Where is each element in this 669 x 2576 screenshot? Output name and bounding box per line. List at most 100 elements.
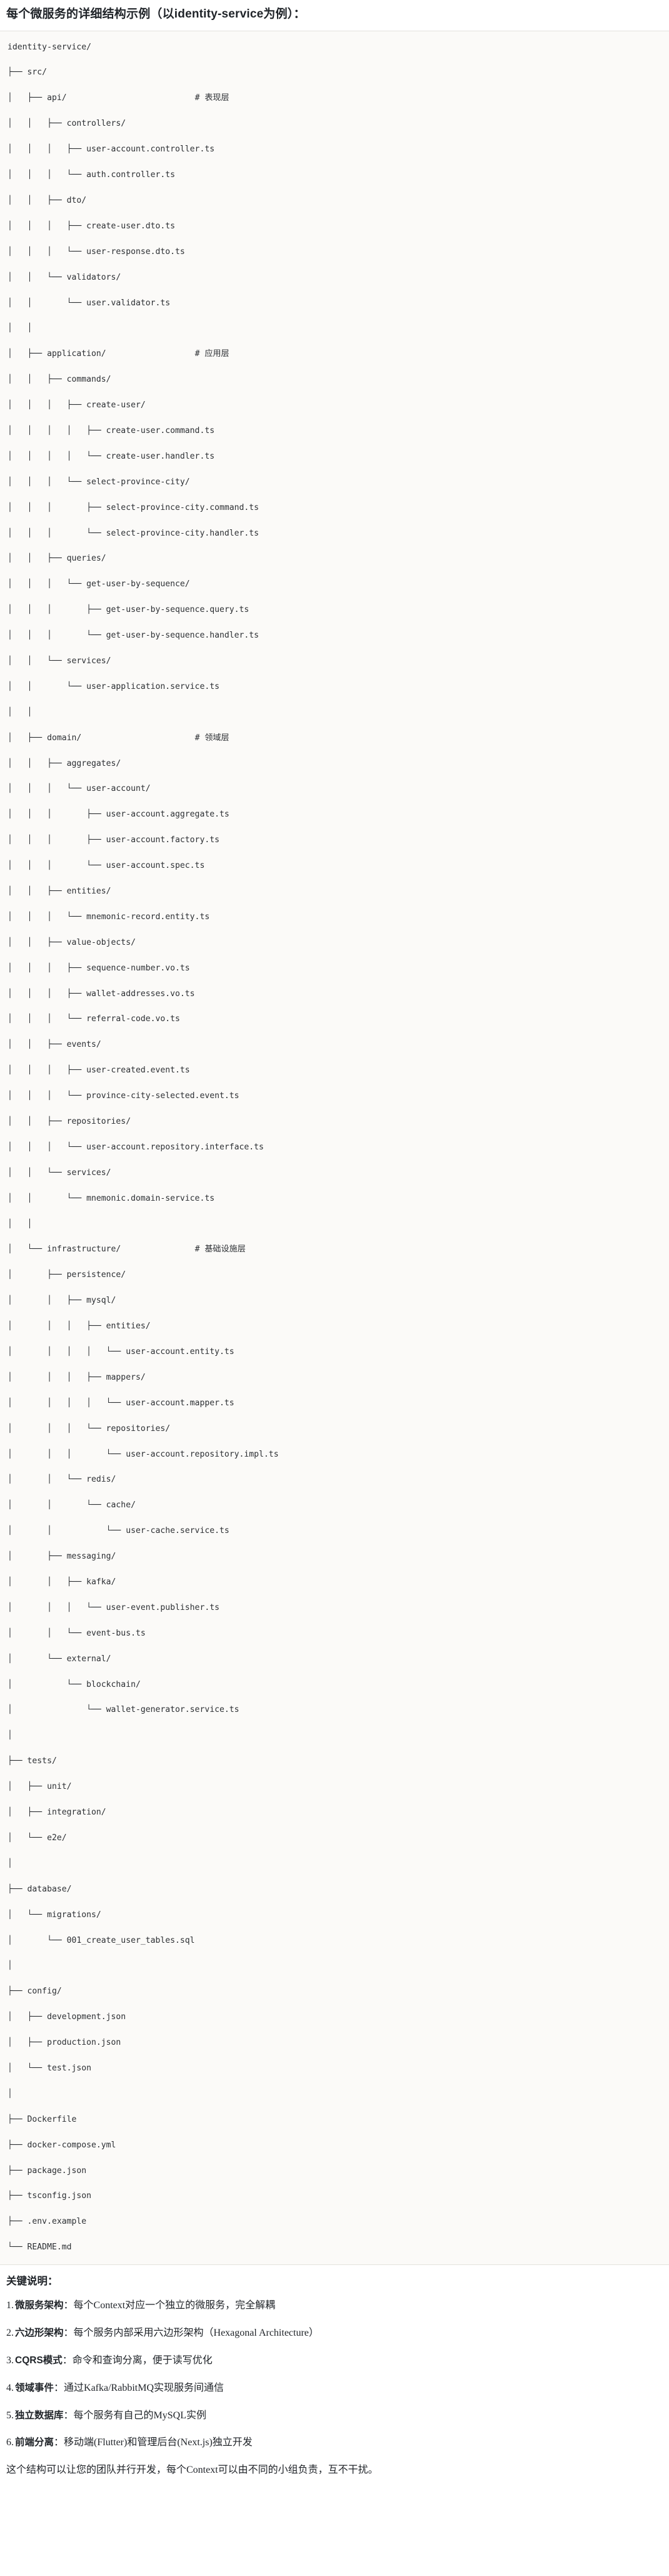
tree-line: │ │ └── services/ [8, 656, 111, 666]
tree-line: │ │ │ └── auth.controller.ts [8, 170, 176, 180]
key-note-number: 3. [6, 2355, 14, 2366]
key-note-item: 6.前端分离：移动端(Flutter)和管理后台(Next.js)独立开发 [6, 2435, 663, 2451]
tree-line: │ │ │ ├── sequence-number.vo.ts [8, 963, 190, 973]
tree-line: │ │ │ │ └── create-user.handler.ts [8, 451, 215, 461]
key-note-number: 1. [6, 2300, 14, 2311]
tree-line: ├── Dockerfile [8, 2114, 77, 2124]
tree-line: │ │ ├── queries/ [8, 554, 106, 564]
tree-line: ├── package.json [8, 2166, 87, 2176]
tree-line: ├── tsconfig.json [8, 2191, 92, 2201]
tree-line: ├── database/ [8, 1884, 72, 1894]
key-note-description: ：移动端(Flutter)和管理后台(Next.js)独立开发 [54, 2437, 253, 2448]
tree-line: │ │ ├── mysql/ [8, 1296, 116, 1306]
tree-line: │ └── test.json [8, 2063, 92, 2073]
tree-line: │ └── migrations/ [8, 1910, 101, 1920]
tree-line: ├── docker-compose.yml [8, 2140, 116, 2150]
tree-line: │ │ └── user-application.service.ts [8, 681, 219, 691]
tree-line: ├── config/ [8, 1987, 62, 1997]
tree-line: │ │ │ │ └── user-account.entity.ts [8, 1347, 234, 1357]
key-note-description: ：通过Kafka/RabbitMQ实现服务间通信 [54, 2382, 224, 2393]
tree-line: ├── src/ [8, 68, 48, 78]
tree-line: │ │ │ ├── user-created.event.ts [8, 1066, 190, 1076]
tree-line-comment: # 表现层 [194, 93, 229, 103]
directory-tree: identity-service/ ├── src/ │ ├── api/ # … [8, 41, 663, 2254]
tree-line: │ ├── unit/ [8, 1782, 72, 1792]
key-note-description: ：每个Context对应一个独立的微服务，完全解耦 [63, 2300, 276, 2311]
tree-line: │ │ │ │ ├── create-user.command.ts [8, 425, 215, 435]
tree-line: │ │ │ └── select-province-city.handler.t… [8, 528, 259, 538]
key-note-item: 4.领域事件：通过Kafka/RabbitMQ实现服务间通信 [6, 2380, 663, 2396]
tree-line-comment: # 领域层 [194, 733, 229, 743]
tree-line: │ ├── development.json [8, 2012, 126, 2022]
key-note-number: 2. [6, 2328, 14, 2339]
tree-line: │ └── e2e/ [8, 1833, 67, 1843]
tree-line: │ │ │ └── user-event.publisher.ts [8, 1602, 219, 1612]
tree-line: │ [8, 1961, 13, 1971]
tree-line: │ │ └── validators/ [8, 272, 121, 282]
tree-line: │ │ ├── entities/ [8, 886, 111, 896]
key-note-number: 4. [6, 2382, 14, 2393]
tree-line: │ │ ├── commands/ [8, 375, 111, 385]
key-note-description: ：每个服务内部采用六边形架构（Hexagonal Architecture） [63, 2328, 319, 2339]
key-note-item: 3.CQRS模式：命令和查询分离，便于读写优化 [6, 2353, 663, 2369]
tree-line: │ │ │ ├── mappers/ [8, 1372, 146, 1382]
tree-line: ├── tests/ [8, 1756, 57, 1766]
tree-line: │ │ │ └── user-response.dto.ts [8, 247, 185, 257]
tree-line: │ └── 001_create_user_tables.sql [8, 1935, 195, 1945]
tree-line: │ │ │ └── province-city-selected.event.t… [8, 1091, 239, 1101]
tree-line: │ ├── integration/ [8, 1808, 106, 1818]
tree-line-path: │ ├── api/ [8, 93, 195, 103]
key-note-term: 前端分离 [15, 2437, 54, 2448]
key-note-number: 5. [6, 2410, 14, 2421]
page-title: 每个微服务的详细结构示例（以identity-service为例）： [6, 8, 306, 21]
tree-line: │ │ │ └── user-account.spec.ts [8, 861, 205, 871]
key-note-description: ：每个服务有自己的MySQL实例 [63, 2410, 206, 2421]
tree-line: │ ├── domain/ # 领域层 [8, 732, 663, 745]
tree-line: ├── .env.example [8, 2217, 87, 2227]
tree-line: │ │ │ └── get-user-by-sequence/ [8, 579, 190, 589]
key-note-number: 6. [6, 2437, 14, 2448]
tree-line-comment: # 基础设施层 [194, 1245, 246, 1255]
tree-line-path: │ └── infrastructure/ [8, 1245, 195, 1255]
tree-line: │ [8, 1731, 13, 1741]
tree-line: │ │ ├── value-objects/ [8, 937, 136, 947]
tree-line-path: │ ├── domain/ [8, 733, 195, 743]
tree-line: │ ├── application/ # 应用层 [8, 348, 663, 360]
key-note-term: 领域事件 [15, 2382, 54, 2393]
tree-line: │ │ │ └── repositories/ [8, 1423, 171, 1433]
tree-line: │ │ │ ├── user-account.aggregate.ts [8, 810, 229, 820]
tree-line: │ ├── api/ # 表现层 [8, 92, 663, 104]
key-note-item: 1.微服务架构：每个Context对应一个独立的微服务，完全解耦 [6, 2298, 663, 2314]
tree-line: │ │ │ ├── user-account.controller.ts [8, 145, 215, 155]
tree-line-path: │ ├── application/ [8, 349, 195, 359]
document-page: 每个微服务的详细结构示例（以identity-service为例）： ident… [0, 8, 669, 2490]
key-note-item: 2.六边形架构：每个服务内部采用六边形架构（Hexagonal Architec… [6, 2325, 663, 2341]
key-note-term: CQRS模式 [15, 2355, 63, 2366]
tree-line: │ │ │ └── user-account.repository.impl.t… [8, 1449, 279, 1459]
tree-line-comment: # 应用层 [194, 349, 229, 359]
tree-line: │ │ └── services/ [8, 1168, 111, 1178]
tree-line: │ [8, 2089, 13, 2099]
tree-line: │ │ └── cache/ [8, 1500, 136, 1510]
tree-line: │ ├── persistence/ [8, 1270, 126, 1280]
tree-line: │ │ │ ├── create-user/ [8, 400, 146, 410]
tree-line: │ │ └── user.validator.ts [8, 298, 171, 308]
tree-line: │ ├── messaging/ [8, 1552, 116, 1562]
tree-line: │ │ ├── controllers/ [8, 119, 126, 129]
directory-tree-content: identity-service/ ├── src/ │ ├── api/ # … [8, 41, 663, 2254]
tree-line: │ │ ├── events/ [8, 1040, 101, 1050]
tree-line: │ │ [8, 323, 33, 333]
key-note-term: 独立数据库 [15, 2410, 64, 2421]
tree-line: │ │ ├── repositories/ [8, 1117, 131, 1126]
tree-line: │ │ ├── dto/ [8, 195, 87, 205]
tree-line: │ │ │ ├── get-user-by-sequence.query.ts [8, 605, 249, 615]
tree-line: │ │ └── event-bus.ts [8, 1628, 146, 1638]
tree-line: │ │ │ ├── entities/ [8, 1321, 151, 1331]
key-note-term: 六边形架构 [15, 2328, 64, 2339]
tree-line: │ │ │ ├── select-province-city.command.t… [8, 502, 259, 512]
tree-line: └── README.md [8, 2243, 72, 2253]
tree-line: │ └── infrastructure/ # 基础设施层 [8, 1243, 663, 1256]
tree-line: │ │ │ │ └── user-account.mapper.ts [8, 1398, 234, 1408]
